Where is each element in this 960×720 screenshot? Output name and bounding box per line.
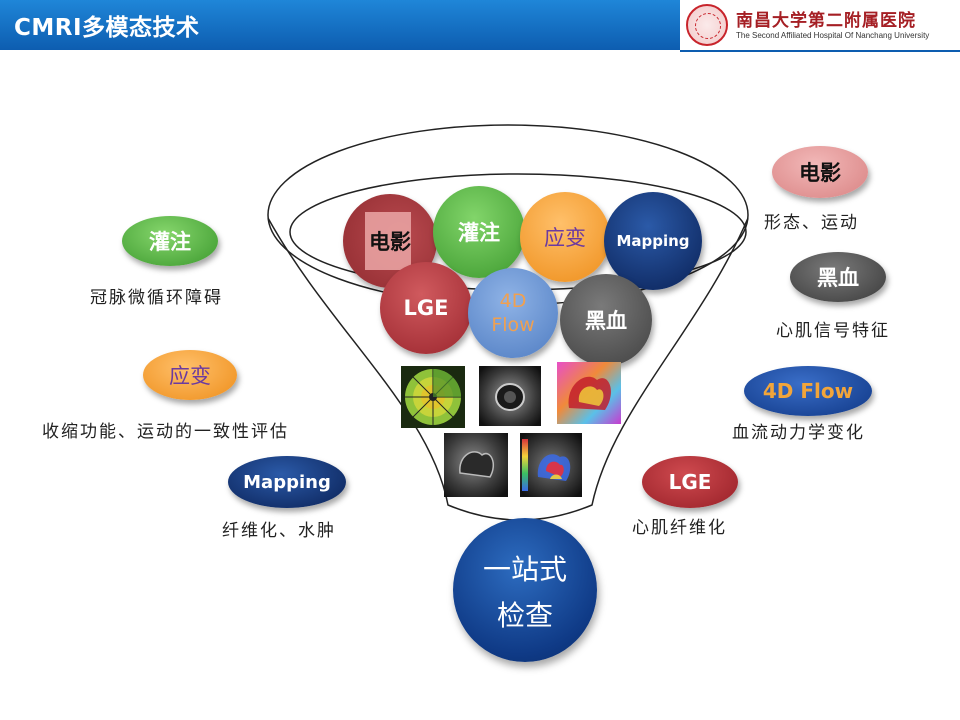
right-lge-label: LGE: [668, 470, 712, 494]
left-strain-caption: 收缩功能、运动的一致性评估: [42, 422, 289, 442]
funnel-lge-circle: LGE: [380, 262, 472, 354]
flow-4d-mri-image: [520, 433, 582, 497]
left-mapping-label: Mapping: [243, 471, 331, 493]
right-lge-caption: 心肌纤维化: [632, 518, 727, 538]
one-stop-line1: 一站式: [482, 553, 567, 586]
left-perfusion-caption: 冠脉微循环障碍: [90, 288, 223, 308]
hospital-logo: 南昌大学第二附属医院 The Second Affiliated Hospita…: [680, 0, 960, 52]
right-lge-pill: LGE: [642, 456, 738, 508]
color-perfusion-map-image: [557, 362, 621, 424]
left-mapping-caption: 纤维化、水肿: [222, 521, 336, 541]
bullseye-map-image: [401, 366, 465, 428]
right-blackblood-label: 黑血: [817, 266, 859, 290]
right-cine-caption: 形态、运动: [764, 213, 859, 233]
right-blackblood-pill: 黑血: [790, 252, 886, 302]
right-4dflow-caption: 血流动力学变化: [732, 423, 865, 443]
funnel-4dflow-label-line1: 4D: [499, 290, 527, 312]
funnel-blackblood-label: 黑血: [585, 309, 627, 333]
funnel-mapping-label: Mapping: [616, 232, 690, 250]
left-perfusion-pill: 灌注: [122, 216, 218, 266]
left-strain-pill: 应变: [143, 350, 237, 400]
four-chamber-mri-image: [444, 433, 508, 497]
funnel-lge-label: LGE: [403, 296, 449, 320]
right-4dflow-label: 4D Flow: [762, 379, 854, 403]
right-blackblood-caption: 心肌信号特征: [776, 321, 890, 341]
funnel-perfusion-circle: 灌注: [433, 186, 525, 278]
funnel-perfusion-label: 灌注: [458, 221, 500, 245]
hospital-name-en: The Second Affiliated Hospital Of Nancha…: [736, 31, 930, 40]
funnel-mapping-circle: Mapping: [604, 192, 702, 290]
left-perfusion-label: 灌注: [149, 230, 191, 254]
right-4dflow-pill: 4D Flow: [744, 366, 872, 416]
funnel-strain-label: 应变: [544, 226, 586, 250]
one-stop-exam-circle: 一站式 检查: [453, 518, 597, 662]
funnel-blackblood-circle: 黑血: [560, 274, 652, 366]
hospital-name-cn: 南昌大学第二附属医院: [736, 11, 916, 31]
slide-title: CMRI多模态技术: [14, 15, 200, 41]
left-mapping-pill: Mapping: [228, 456, 346, 508]
funnel-strain-circle: 应变: [520, 192, 610, 282]
funnel-cine-label: 电影: [369, 230, 411, 254]
hospital-seal-icon: [686, 4, 728, 46]
one-stop-line2: 检查: [496, 599, 553, 632]
funnel-4dflow-label-line2: Flow: [491, 314, 535, 336]
header-bar: CMRI多模态技术 南昌大学第二附属医院 The Second Affiliat…: [0, 0, 960, 52]
left-strain-label: 应变: [169, 364, 211, 388]
right-cine-label: 电影: [799, 161, 841, 185]
right-cine-pill: 电影: [772, 146, 868, 198]
short-axis-mri-image: [479, 366, 541, 426]
funnel-4dflow-circle: 4D Flow: [468, 268, 558, 358]
